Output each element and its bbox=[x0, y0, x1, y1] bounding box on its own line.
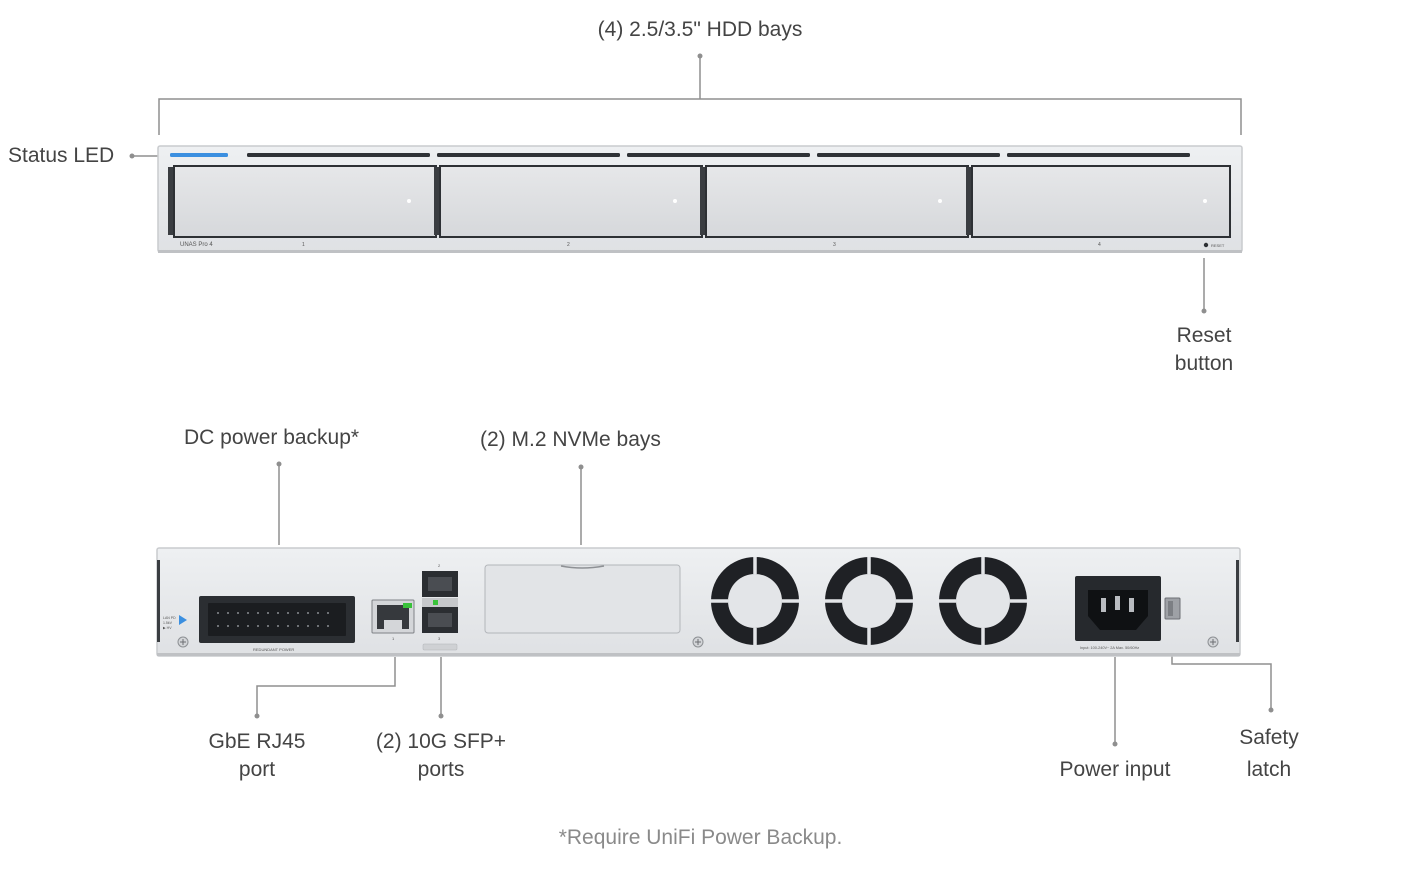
hdd-bays-label: (4) 2.5/3.5" HDD bays bbox=[597, 18, 803, 41]
screw-icon bbox=[177, 636, 189, 648]
status-led-label: Status LED bbox=[8, 144, 115, 167]
front-panel: UNAS Pro 4 1 2 3 4 RESET bbox=[157, 145, 1243, 253]
svg-text:1.5kV: 1.5kV bbox=[163, 621, 173, 625]
drive-bay-1[interactable] bbox=[173, 165, 437, 238]
reset-leader bbox=[1201, 258, 1207, 314]
dc-power-label: DC power backup* bbox=[184, 426, 360, 449]
power-input-leader bbox=[1112, 657, 1118, 747]
rj45-leader bbox=[256, 657, 396, 716]
sfp-leader bbox=[438, 657, 444, 719]
status-led-leader bbox=[129, 153, 160, 159]
sfp-label: (2) 10G SFP+ ports bbox=[341, 728, 541, 784]
screw-icon bbox=[1207, 636, 1219, 648]
fan-3 bbox=[939, 557, 1027, 645]
status-led bbox=[170, 153, 228, 157]
svg-text:▶ HV: ▶ HV bbox=[163, 626, 172, 630]
drive-bay-4[interactable] bbox=[971, 165, 1231, 238]
power-input-label: Power input bbox=[1059, 758, 1171, 781]
fan-1 bbox=[711, 557, 799, 645]
power-spec-text: Input: 100-240V~ 2A Max. 50/60Hz bbox=[1080, 646, 1139, 650]
rj45-label-line-2: port bbox=[238, 758, 276, 781]
sfp-label-line-2: ports bbox=[417, 758, 465, 781]
rj45-port[interactable] bbox=[371, 599, 415, 634]
sfp-port-top[interactable] bbox=[422, 571, 458, 597]
bay-number-3: 3 bbox=[833, 242, 836, 248]
power-inlet[interactable] bbox=[1075, 576, 1161, 641]
rj45-number: 1 bbox=[392, 636, 395, 641]
reset-text: RESET bbox=[1211, 243, 1225, 248]
rj45-label-line-1: GbE RJ45 bbox=[208, 730, 306, 753]
rear-panel: LAN PD 1.5kV ▶ HV REDUNDANT POWER bbox=[156, 547, 1241, 657]
svg-text:LAN PD: LAN PD bbox=[163, 616, 176, 620]
nvme-bays-label: (2) M.2 NVMe bays bbox=[480, 428, 661, 451]
redundant-power-text: REDUNDANT POWER bbox=[253, 647, 294, 652]
reset-button[interactable] bbox=[1203, 242, 1209, 248]
bay-number-4: 4 bbox=[1098, 242, 1101, 248]
nvme-leader bbox=[578, 464, 584, 545]
sfp-bottom-number: 3 bbox=[438, 636, 441, 641]
safety-label-line-2: latch bbox=[1246, 758, 1292, 781]
sfp-label-line-1: (2) 10G SFP+ bbox=[375, 730, 507, 753]
model-name: UNAS Pro 4 bbox=[180, 242, 213, 248]
reset-button-label: Reset button bbox=[1144, 322, 1264, 378]
nvme-bay-cover[interactable] bbox=[484, 564, 681, 634]
screw-icon bbox=[692, 636, 704, 648]
sfp-top-number: 2 bbox=[438, 563, 441, 568]
hdd-bays-bracket bbox=[158, 56, 1242, 135]
dc-power-connector[interactable] bbox=[199, 596, 355, 643]
bay-number-1: 1 bbox=[302, 242, 305, 248]
safety-label-line-1: Safety bbox=[1239, 726, 1299, 749]
bay-number-2: 2 bbox=[567, 242, 570, 248]
footnote: *Require UniFi Power Backup. bbox=[558, 826, 843, 849]
fan-2 bbox=[825, 557, 913, 645]
rj45-label: GbE RJ45 port bbox=[167, 728, 347, 784]
drive-bay-2[interactable] bbox=[439, 165, 703, 238]
safety-latch[interactable] bbox=[1164, 597, 1181, 620]
sfp-port-bottom[interactable] bbox=[422, 607, 458, 633]
drive-bay-3[interactable] bbox=[705, 165, 969, 238]
dc-power-leader bbox=[276, 461, 282, 545]
reset-label-line-1: Reset bbox=[1176, 324, 1232, 347]
safety-latch-label: Safety latch bbox=[1209, 724, 1329, 784]
reset-label-line-2: button bbox=[1174, 352, 1234, 375]
